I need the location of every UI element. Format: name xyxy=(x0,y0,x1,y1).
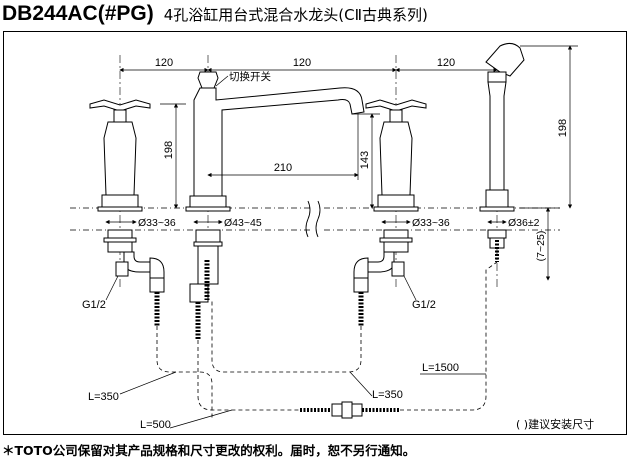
dim-top-right: 120 xyxy=(437,57,455,69)
hose-mid-length: L=350 xyxy=(372,389,403,401)
dim-top-left: 120 xyxy=(155,57,173,69)
hose-left-length: L=350 xyxy=(88,391,119,403)
spout-reach: 210 xyxy=(274,162,292,174)
dia-right: Ø33~36 xyxy=(412,217,450,229)
dia-shower: Ø36±2 xyxy=(508,217,540,229)
spout xyxy=(185,71,365,303)
title-row: DB244AC(#PG) 4孔浴缸用台式混合水龙头(CⅡ古典系列) xyxy=(2,2,428,30)
thread-left: G1/2 xyxy=(82,299,106,311)
deck-thickness: (7~25) xyxy=(535,231,547,262)
right-handle-valve xyxy=(353,99,427,293)
hand-shower xyxy=(479,42,525,249)
legend-note: ( )建议安装尺寸 xyxy=(516,417,594,431)
model-number: DB244AC(#PG) xyxy=(2,2,154,25)
technical-drawing: 120 120 120 切换开关 198 143 210 198 (7~25) … xyxy=(3,31,627,435)
drawing-frame xyxy=(3,31,627,435)
spout-height: 143 xyxy=(359,151,371,169)
dim-top-mid: 120 xyxy=(293,57,311,69)
hose-shower-length: L=1500 xyxy=(422,362,459,374)
hose-connector xyxy=(300,401,400,419)
product-description: 4孔浴缸用台式混合水龙头(CⅡ古典系列) xyxy=(163,6,428,24)
height-right: 198 xyxy=(557,119,569,137)
switch-label: 切换开关 xyxy=(229,70,271,83)
hose-bottom-length: L=500 xyxy=(140,419,171,431)
spout-hose xyxy=(195,260,210,340)
hose-routing xyxy=(156,261,498,420)
thread-right: G1/2 xyxy=(412,299,436,311)
dimension-lines xyxy=(105,45,578,429)
break-mark xyxy=(305,200,321,238)
left-handle-valve xyxy=(89,99,165,293)
height-left: 198 xyxy=(163,141,175,159)
dia-spout: Ø43~45 xyxy=(224,217,262,229)
disclaimer-notice: ＊TOTO公司保留对其产品规格和尺寸更改的权利。届时，恕不另行通知。 xyxy=(2,443,416,458)
dia-left: Ø33~36 xyxy=(138,217,176,229)
centre-lines xyxy=(119,55,498,290)
